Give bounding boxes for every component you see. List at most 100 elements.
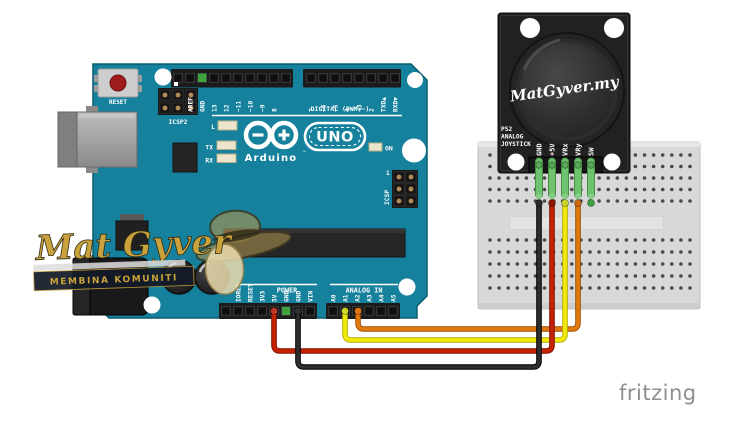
breadboard-hole[interactable] — [515, 274, 520, 278]
breadboard-hole[interactable] — [660, 153, 665, 157]
breadboard-hole[interactable] — [624, 274, 629, 278]
breadboard-hole[interactable] — [633, 286, 638, 290]
breadboard-hole[interactable] — [506, 274, 511, 278]
breadboard-hole[interactable] — [651, 164, 656, 169]
breadboard-hole[interactable] — [497, 238, 501, 242]
breadboard-hole[interactable] — [524, 262, 529, 266]
breadboard-hole[interactable] — [651, 187, 656, 192]
breadboard-hole[interactable] — [488, 176, 492, 180]
breadboard-hole[interactable] — [488, 250, 492, 254]
wire-endpoint-dot[interactable] — [561, 199, 569, 207]
wire-endpoint-dot[interactable] — [535, 199, 543, 207]
breadboard-hole[interactable] — [515, 262, 520, 266]
breadboard-hole[interactable] — [570, 176, 574, 180]
breadboard-hole[interactable] — [597, 187, 601, 192]
breadboard-hole[interactable] — [660, 250, 665, 254]
breadboard-hole[interactable] — [642, 199, 647, 203]
breadboard-hole[interactable] — [624, 187, 629, 192]
breadboard-hole[interactable] — [633, 238, 638, 242]
header-pin[interactable] — [233, 73, 243, 83]
breadboard-hole[interactable] — [588, 250, 592, 254]
breadboard-hole[interactable] — [660, 187, 665, 192]
reset-button[interactable]: RESET — [94, 68, 142, 106]
breadboard-hole[interactable] — [615, 199, 620, 203]
header-pin[interactable] — [354, 73, 364, 83]
breadboard-hole[interactable] — [642, 262, 647, 266]
breadboard-hole[interactable] — [524, 187, 529, 192]
wire-endpoint-dot[interactable] — [341, 307, 349, 315]
breadboard-hole[interactable] — [488, 274, 492, 278]
breadboard-hole[interactable] — [524, 274, 529, 278]
breadboard-hole[interactable] — [615, 286, 620, 290]
breadboard-hole[interactable] — [651, 153, 656, 157]
breadboard-hole[interactable] — [624, 176, 629, 180]
breadboard-hole[interactable] — [488, 238, 492, 242]
breadboard-hole[interactable] — [597, 286, 601, 290]
breadboard-hole[interactable] — [615, 250, 620, 254]
breadboard-hole[interactable] — [588, 286, 592, 290]
breadboard-hole[interactable] — [688, 274, 692, 278]
header-pin[interactable] — [269, 73, 279, 83]
breadboard-hole[interactable] — [497, 262, 501, 266]
breadboard-hole[interactable] — [670, 176, 674, 180]
header-pin[interactable] — [376, 306, 386, 316]
breadboard-hole[interactable] — [570, 250, 574, 254]
breadboard-hole[interactable] — [679, 274, 683, 278]
wire-red-5v[interactable] — [271, 200, 555, 354]
breadboard-hole[interactable] — [642, 187, 647, 192]
breadboard-hole[interactable] — [660, 262, 665, 266]
breadboard-hole[interactable] — [542, 250, 547, 254]
breadboard-hole[interactable] — [606, 187, 610, 192]
breadboard-hole[interactable] — [570, 286, 574, 290]
breadboard-hole[interactable] — [542, 286, 547, 290]
breadboard-hole[interactable] — [688, 250, 692, 254]
breadboard-hole[interactable] — [670, 187, 674, 192]
breadboard-hole[interactable] — [570, 187, 574, 192]
breadboard-hole[interactable] — [515, 286, 520, 290]
breadboard-hole[interactable] — [515, 238, 520, 242]
breadboard-hole[interactable] — [606, 199, 610, 203]
breadboard-hole[interactable] — [542, 187, 547, 192]
header-pin[interactable] — [257, 73, 267, 83]
breadboard-hole[interactable] — [606, 238, 610, 242]
header-pin[interactable] — [378, 73, 388, 83]
breadboard-hole[interactable] — [651, 274, 656, 278]
breadboard-hole[interactable] — [506, 187, 511, 192]
breadboard-hole[interactable] — [660, 286, 665, 290]
wire-orange-a2-vry[interactable] — [355, 200, 581, 332]
breadboard-hole[interactable] — [588, 262, 592, 266]
breadboard-hole[interactable] — [570, 238, 574, 242]
breadboard-hole[interactable] — [633, 262, 638, 266]
header-pin[interactable] — [305, 306, 315, 316]
breadboard-hole[interactable] — [624, 262, 629, 266]
breadboard-hole[interactable] — [497, 187, 501, 192]
breadboard-hole[interactable] — [597, 274, 601, 278]
breadboard-hole[interactable] — [606, 262, 610, 266]
breadboard-hole[interactable] — [588, 274, 592, 278]
breadboard-hole[interactable] — [515, 199, 520, 203]
breadboard-hole[interactable] — [488, 187, 492, 192]
header-pin[interactable] — [364, 306, 374, 316]
breadboard-hole[interactable] — [542, 262, 547, 266]
breadboard-hole[interactable] — [670, 199, 674, 203]
breadboard-hole[interactable] — [524, 286, 529, 290]
breadboard-hole[interactable] — [679, 164, 683, 169]
joystick-knob[interactable]: MatGyver.my — [508, 32, 625, 148]
wire-endpoint-dot[interactable] — [354, 307, 362, 315]
breadboard-hole[interactable] — [515, 250, 520, 254]
breadboard-hole[interactable] — [624, 199, 629, 203]
breadboard-hole[interactable] — [497, 250, 501, 254]
breadboard-hole[interactable] — [688, 199, 692, 203]
breadboard-hole[interactable] — [679, 176, 683, 180]
wire-endpoint-dot[interactable] — [587, 199, 595, 207]
breadboard-hole[interactable] — [506, 176, 511, 180]
breadboard-hole[interactable] — [615, 262, 620, 266]
wire-endpoint-dot[interactable] — [548, 199, 556, 207]
breadboard-hole[interactable] — [688, 262, 692, 266]
breadboard-hole[interactable] — [488, 262, 492, 266]
header-pin[interactable] — [388, 306, 398, 316]
breadboard-hole[interactable] — [597, 262, 601, 266]
breadboard-hole[interactable] — [642, 153, 647, 157]
breadboard-hole[interactable] — [606, 176, 610, 180]
breadboard-hole[interactable] — [506, 238, 511, 242]
